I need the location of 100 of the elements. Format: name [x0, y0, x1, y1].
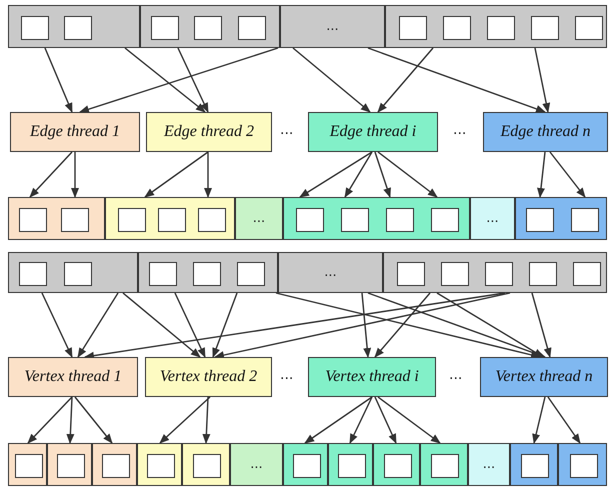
- arrow: [84, 292, 506, 360]
- arrow: [368, 47, 546, 113]
- memory-segment: [510, 443, 558, 486]
- memory-slot: [531, 16, 559, 40]
- memory-slot: [151, 16, 179, 40]
- memory-segment: [420, 443, 468, 486]
- arrow: [74, 396, 113, 444]
- memory-slot: [487, 16, 515, 40]
- arrow: [71, 152, 79, 198]
- ellipsis: ...: [324, 265, 337, 280]
- memory-segment: [8, 5, 140, 48]
- ellipsis: ...: [252, 211, 266, 226]
- memory-segment: [182, 443, 230, 486]
- thread-label: Vertex thread n: [495, 368, 593, 386]
- arrow: [122, 292, 201, 358]
- memory-slot: [146, 454, 174, 478]
- memory-slot: [198, 208, 226, 232]
- memory-slot: [573, 262, 601, 286]
- memory-slot: [64, 262, 92, 286]
- arrow: [292, 47, 371, 113]
- arrow: [66, 396, 74, 444]
- memory-segment: [515, 197, 607, 240]
- thread-box: [480, 357, 608, 397]
- memory-segment: [470, 197, 515, 240]
- arrow: [344, 152, 373, 198]
- memory-segment: [47, 443, 92, 486]
- thread-box: [8, 357, 138, 397]
- arrow: [159, 396, 210, 444]
- arrow: [77, 292, 119, 358]
- memory-segment: [468, 443, 510, 486]
- memory-slot: [194, 16, 222, 40]
- memory-slot: [19, 262, 47, 286]
- thread-label: Vertex thread 2: [160, 368, 258, 386]
- ellipsis: ...: [482, 457, 496, 472]
- memory-slot: [575, 16, 603, 40]
- thread-label: Edge thread i: [330, 123, 416, 141]
- memory-slot: [341, 208, 369, 232]
- memory-slot: [485, 262, 513, 286]
- memory-slot: [118, 208, 146, 232]
- memory-slot: [431, 454, 459, 478]
- thread-box: [308, 112, 438, 152]
- arrow: [531, 292, 552, 358]
- arrow: [368, 292, 546, 358]
- arrow: [374, 152, 391, 198]
- memory-segment: [373, 443, 420, 486]
- memory-segment: [140, 5, 280, 48]
- memory-segment: [280, 5, 385, 48]
- thread-label: Vertex thread 1: [24, 368, 122, 386]
- ellipsis: ...: [486, 211, 499, 226]
- memory-slot: [443, 16, 471, 40]
- memory-slot: [296, 208, 324, 232]
- memory-slot: [21, 16, 49, 40]
- memory-segment: [8, 443, 47, 486]
- thread-label: Vertex thread i: [325, 368, 419, 386]
- memory-segment: [230, 443, 283, 486]
- arrow: [349, 396, 373, 444]
- memory-slot: [292, 454, 320, 478]
- ellipsis: ...: [453, 122, 466, 138]
- arrow: [144, 151, 208, 198]
- arrow: [549, 152, 586, 198]
- memory-slot: [397, 262, 425, 286]
- memory-slot: [431, 208, 459, 232]
- thread-label: Edge thread 2: [164, 123, 254, 141]
- memory-segment: [283, 443, 328, 486]
- arrow: [79, 47, 278, 114]
- arrow: [41, 292, 73, 358]
- arrow: [202, 396, 210, 444]
- memory-slot: [399, 16, 427, 40]
- arrow: [299, 151, 372, 198]
- memory-slot: [14, 454, 42, 478]
- memory-slot: [386, 208, 414, 232]
- memory-segment: [8, 252, 138, 293]
- memory-segment: [138, 252, 278, 293]
- memory-slot: [64, 16, 92, 40]
- memory-segment: [385, 5, 607, 48]
- arrow: [214, 292, 510, 359]
- ellipsis: ...: [280, 122, 294, 138]
- memory-segment: [283, 197, 470, 240]
- arrow: [547, 396, 581, 444]
- arrow: [177, 48, 209, 113]
- memory-slot: [149, 262, 177, 286]
- memory-segment: [105, 197, 235, 240]
- memory-slot: [102, 454, 130, 478]
- memory-segment: [328, 443, 373, 486]
- memory-slot: [338, 454, 366, 478]
- memory-slot: [384, 454, 412, 478]
- thread-box: [10, 112, 140, 152]
- memory-slot: [193, 262, 221, 286]
- memory-slot: [529, 262, 557, 286]
- thread-box: [483, 112, 608, 152]
- arrow: [44, 48, 73, 113]
- thread-box: [145, 357, 272, 397]
- memory-segment: [8, 197, 105, 240]
- arrow: [377, 48, 434, 113]
- thread-label: Edge thread n: [500, 123, 591, 141]
- arrow: [124, 47, 206, 113]
- ellipsis: ...: [280, 367, 294, 383]
- memory-segment: [92, 443, 137, 486]
- memory-slot: [570, 454, 598, 478]
- arrow: [204, 152, 212, 198]
